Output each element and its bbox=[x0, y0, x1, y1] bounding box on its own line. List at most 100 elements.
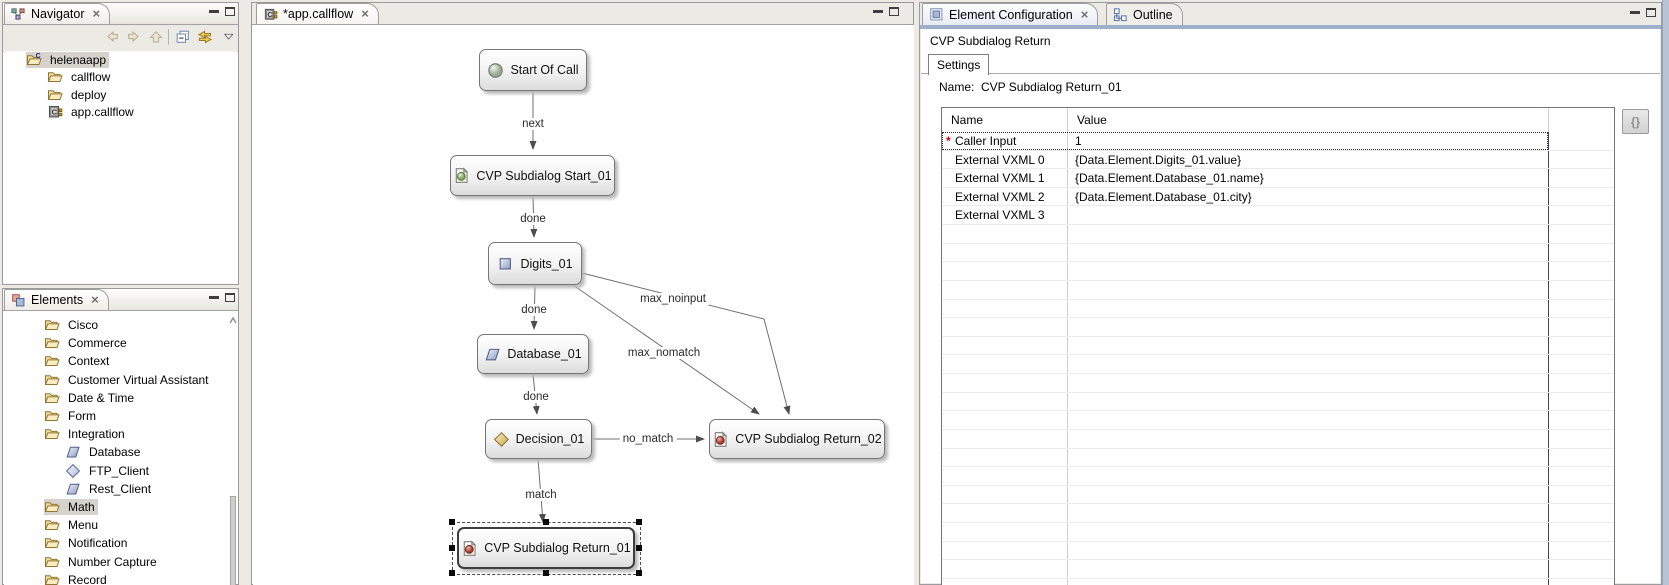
tree-item-customer-virtual-assistant[interactable]: Customer Virtual Assistant bbox=[4, 371, 231, 389]
selection-handle[interactable] bbox=[449, 519, 455, 525]
tree-item-record[interactable]: Record bbox=[4, 571, 231, 585]
tree-item-rest-client[interactable]: Rest_Client bbox=[4, 480, 231, 498]
table-header[interactable]: Name Value bbox=[942, 108, 1614, 132]
selection-handle[interactable] bbox=[542, 519, 549, 525]
tree-item-deploy[interactable]: deploy bbox=[4, 86, 237, 104]
table-row[interactable] bbox=[942, 244, 1614, 263]
cell-name: External VXML 1 bbox=[955, 171, 1045, 186]
maximize-button[interactable] bbox=[1646, 8, 1656, 17]
table-row[interactable] bbox=[942, 523, 1614, 542]
table-row[interactable] bbox=[942, 560, 1614, 579]
selection-handle[interactable] bbox=[636, 519, 642, 525]
minimize-button[interactable] bbox=[1630, 11, 1640, 22]
table-row[interactable] bbox=[942, 449, 1614, 468]
table-row[interactable]: External VXML 1{Data.Element.Database_01… bbox=[942, 169, 1614, 188]
column-header-name[interactable]: Name bbox=[951, 113, 984, 127]
selection-handle[interactable] bbox=[636, 570, 642, 576]
tree-item-callflow[interactable]: callflow bbox=[4, 69, 237, 87]
tree-item-math[interactable]: Math bbox=[4, 498, 231, 516]
tree-item-ftp-client[interactable]: FTP_Client bbox=[4, 462, 231, 480]
tree-item-commerce[interactable]: Commerce bbox=[4, 334, 231, 352]
table-row[interactable] bbox=[942, 337, 1614, 356]
column-divider bbox=[1548, 108, 1549, 132]
view-menu-icon[interactable] bbox=[220, 28, 238, 46]
selection-handle[interactable] bbox=[542, 570, 549, 576]
tree-item-database[interactable]: Database bbox=[4, 443, 231, 461]
tree-item-integration[interactable]: Integration bbox=[4, 425, 231, 443]
scrollbar-thumb[interactable] bbox=[230, 496, 236, 585]
tree-item-menu[interactable]: Menu bbox=[4, 516, 231, 534]
tree-item-number-capture[interactable]: Number Capture bbox=[4, 552, 231, 570]
close-icon[interactable]: × bbox=[92, 6, 101, 21]
editor-tab-app-callflow[interactable]: C *app.callflow × bbox=[256, 3, 379, 24]
selection-handle[interactable] bbox=[636, 544, 642, 551]
tree-item-context[interactable]: Context bbox=[4, 352, 231, 370]
table-row[interactable]: External VXML 3 bbox=[942, 206, 1614, 226]
table-row[interactable] bbox=[942, 467, 1614, 486]
close-icon[interactable]: × bbox=[1080, 6, 1089, 22]
table-row[interactable] bbox=[942, 355, 1614, 375]
table-row[interactable] bbox=[942, 225, 1614, 244]
table-row[interactable] bbox=[942, 300, 1614, 319]
up-icon[interactable] bbox=[147, 28, 165, 46]
table-row[interactable] bbox=[942, 486, 1614, 505]
close-icon[interactable]: × bbox=[91, 292, 99, 307]
table-row[interactable] bbox=[942, 262, 1614, 281]
node-decision-01[interactable]: Decision_01 bbox=[485, 419, 592, 459]
navigator-tab[interactable]: Navigator × bbox=[4, 3, 111, 24]
substitution-button[interactable]: {} bbox=[1622, 109, 1649, 134]
tree-item-form[interactable]: Form bbox=[4, 407, 231, 425]
forward-icon[interactable] bbox=[125, 28, 143, 46]
table-row[interactable]: External VXML 2{Data.Element.Database_01… bbox=[942, 188, 1614, 207]
maximize-button[interactable] bbox=[889, 7, 899, 16]
selection-handle[interactable] bbox=[449, 570, 455, 576]
minimize-button[interactable] bbox=[209, 10, 219, 21]
elements-tab[interactable]: Elements × bbox=[4, 289, 109, 310]
node-cvp-subdialog-start-01[interactable]: CVP Subdialog Start_01 bbox=[450, 155, 615, 196]
tree-item-notification[interactable]: Notification bbox=[4, 534, 231, 552]
link-editor-icon[interactable] bbox=[196, 28, 214, 46]
selection-handle[interactable] bbox=[449, 544, 455, 551]
minimize-button[interactable] bbox=[873, 10, 883, 21]
tab-element-configuration[interactable]: Element Configuration × bbox=[922, 3, 1099, 25]
table-row[interactable]: External VXML 0{Data.Element.Digits_01.v… bbox=[942, 151, 1614, 170]
scroll-up-icon[interactable] bbox=[229, 315, 237, 325]
page-green-icon bbox=[453, 167, 470, 184]
tree-item-cisco[interactable]: Cisco bbox=[4, 316, 231, 334]
cell-value: {Data.Element.Digits_01.value} bbox=[1075, 152, 1242, 167]
minimize-button[interactable] bbox=[209, 296, 219, 307]
table-row[interactable] bbox=[942, 504, 1614, 523]
folder-open-icon bbox=[44, 390, 60, 406]
close-icon[interactable]: × bbox=[361, 6, 369, 21]
back-icon[interactable] bbox=[103, 28, 121, 46]
tab-outline[interactable]: Outline bbox=[1106, 3, 1183, 25]
maximize-button[interactable] bbox=[225, 293, 235, 302]
node-database-01[interactable]: Database_01 bbox=[477, 334, 589, 374]
column-header-value[interactable]: Value bbox=[1077, 113, 1107, 127]
navigator-header: Navigator × bbox=[3, 3, 238, 25]
table-row[interactable] bbox=[942, 374, 1614, 393]
tab-settings[interactable]: Settings bbox=[928, 54, 990, 75]
table-row[interactable] bbox=[942, 542, 1614, 561]
column-divider[interactable] bbox=[1067, 108, 1068, 585]
table-row[interactable] bbox=[942, 411, 1614, 430]
node-cvp-subdialog-return-01[interactable]: CVP Subdialog Return_01 bbox=[457, 527, 635, 569]
node-start-of-call[interactable]: Start Of Call bbox=[479, 49, 587, 91]
tree-item-date-time[interactable]: Date & Time bbox=[4, 389, 231, 407]
table-row[interactable] bbox=[942, 393, 1614, 412]
table-row[interactable] bbox=[942, 318, 1614, 337]
maximize-button[interactable] bbox=[225, 7, 235, 16]
folder-open-icon bbox=[44, 535, 60, 551]
edge-max-noinput[interactable] bbox=[581, 272, 791, 415]
collapse-all-icon[interactable] bbox=[174, 28, 192, 46]
table-row[interactable] bbox=[942, 281, 1614, 300]
node-cvp-subdialog-return-02[interactable]: CVP Subdialog Return_02 bbox=[709, 419, 885, 459]
node-digits-01[interactable]: Digits_01 bbox=[488, 242, 582, 285]
table-row[interactable] bbox=[942, 430, 1614, 449]
scrollbar[interactable] bbox=[229, 311, 237, 585]
